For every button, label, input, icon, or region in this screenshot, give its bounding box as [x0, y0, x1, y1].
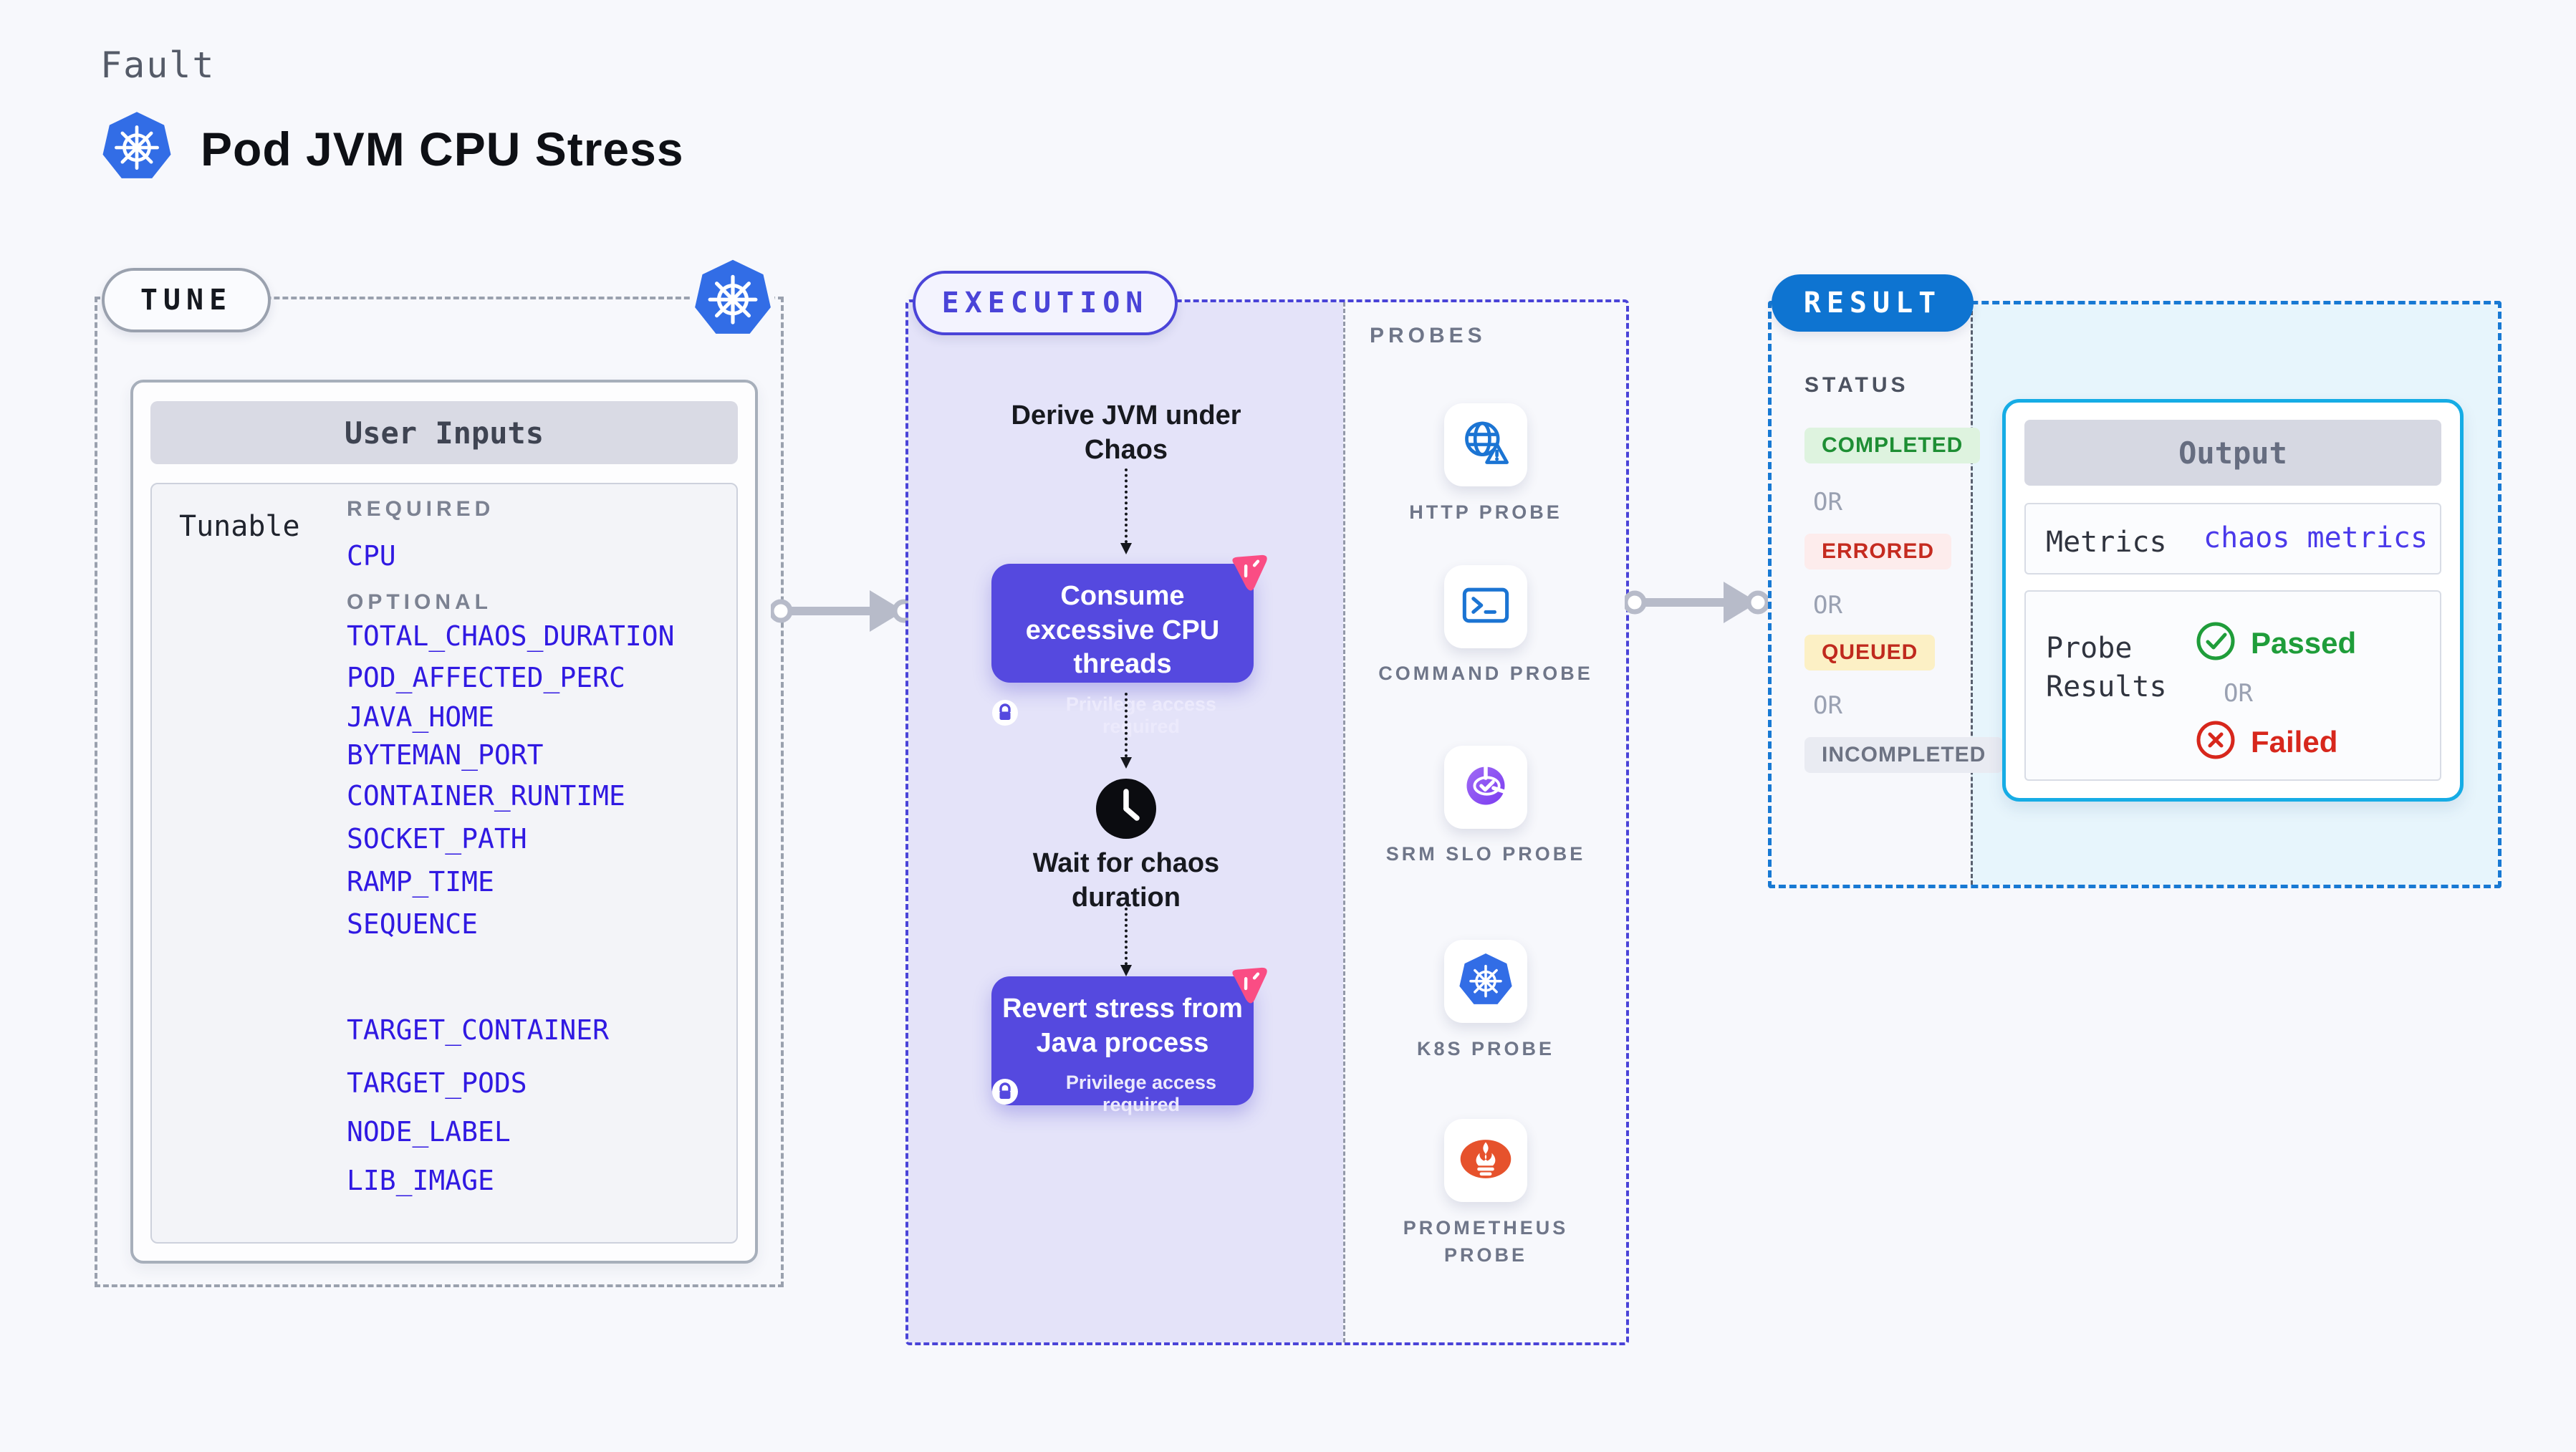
- probe-label: SRM SLO PROBE: [1385, 843, 1586, 865]
- result-pill: RESULT: [1772, 274, 1974, 332]
- or-separator: OR: [2224, 679, 2253, 708]
- srm-slo-probe-card: [1444, 746, 1527, 829]
- result-section: RESULT STATUS COMPLETED OR ERRORED OR QU…: [1768, 274, 2501, 888]
- param-item: POD_AFFECTED_PERC: [347, 662, 625, 693]
- status-badge-completed: COMPLETED: [1804, 428, 1981, 463]
- flow-arrow-execution-to-result: [1623, 574, 1770, 631]
- chaos-pinwheel-icon: [1222, 955, 1275, 1011]
- flow-down-arrow: [1120, 468, 1132, 554]
- param-item: LIB_IMAGE: [347, 1165, 494, 1196]
- slo-donut-icon: [1458, 758, 1514, 817]
- flow-down-arrow: [1120, 908, 1132, 976]
- step-wait-duration: Wait for chaos duration: [1032, 848, 1220, 913]
- param-item: SOCKET_PATH: [347, 823, 527, 855]
- fault-eyebrow: Fault: [100, 44, 216, 86]
- chaos-pinwheel-icon: [1222, 542, 1275, 599]
- probe-label: K8S PROBE: [1416, 1038, 1555, 1059]
- kubernetes-icon: [99, 109, 175, 188]
- param-item: CPU: [347, 540, 396, 572]
- probe-result-failed: Failed: [2195, 719, 2337, 764]
- param-item: SEQUENCE: [347, 908, 479, 940]
- execution-pill: EXECUTION: [913, 271, 1178, 335]
- prometheus-icon: [1456, 1129, 1516, 1193]
- kubernetes-icon: [688, 253, 777, 345]
- kubernetes-icon: [1456, 950, 1516, 1014]
- status-badge-errored: ERRORED: [1804, 534, 1952, 569]
- user-inputs-card: User Inputs Tunable REQUIRED CPU OPTIONA…: [130, 380, 758, 1264]
- privilege-text: Privilege access required: [1065, 1072, 1217, 1115]
- param-item: NODE_LABEL: [347, 1116, 511, 1148]
- param-item: CONTAINER_RUNTIME: [347, 780, 625, 812]
- clock-icon: [1095, 777, 1158, 844]
- privilege-note: Privilege access required: [991, 693, 1254, 738]
- http-probe-card: [1444, 403, 1527, 486]
- output-card: Output Metrics chaos metrics Probe Resul…: [2002, 399, 2464, 802]
- status-badge-incompleted: INCOMPLETED: [1804, 737, 2004, 773]
- tune-section: TUNE User Inputs Tunable REQUIRED: [95, 253, 784, 1287]
- param-item: TOTAL_CHAOS_DURATION: [347, 620, 675, 652]
- output-title: Output: [2024, 420, 2441, 486]
- check-circle-icon: [2195, 620, 2236, 665]
- privilege-note: Privilege access required: [991, 1072, 1254, 1116]
- step-consume-title: Consume excessive CPU threads: [1025, 581, 1220, 679]
- tunable-label: Tunable: [179, 510, 300, 543]
- execution-section: EXECUTION Derive JVM under Chaos Consume…: [905, 271, 1629, 1345]
- param-item: TARGET_PODS: [347, 1067, 527, 1099]
- metrics-label: Metrics: [2046, 526, 2167, 559]
- or-separator: OR: [1813, 488, 1842, 516]
- prometheus-probe-card: [1444, 1119, 1527, 1202]
- optional-group-label: OPTIONAL: [347, 590, 492, 614]
- status-column-label: STATUS: [1804, 373, 1909, 397]
- page-header: Pod JVM CPU Stress: [99, 109, 684, 188]
- globe-alert-icon: [1458, 415, 1514, 475]
- failed-text: Failed: [2251, 724, 2338, 759]
- lock-icon: [991, 1078, 1019, 1110]
- lock-icon: [991, 699, 1019, 731]
- passed-text: Passed: [2251, 625, 2357, 660]
- user-inputs-list: Tunable REQUIRED CPU OPTIONAL TOTAL_CHAO…: [150, 483, 738, 1244]
- result-status-divider: [1971, 304, 1973, 885]
- probe-results-label: Probe Results: [2046, 632, 2167, 703]
- step-revert-stress: Revert stress from Java process Privileg…: [991, 967, 1267, 1115]
- metrics-value: chaos metrics: [2203, 521, 2428, 554]
- or-separator: OR: [1813, 591, 1842, 620]
- or-separator: OR: [1813, 691, 1842, 720]
- required-group-label: REQUIRED: [347, 497, 495, 521]
- step-revert-title: Revert stress from Java process: [1002, 994, 1243, 1058]
- tune-pill: TUNE: [102, 268, 271, 332]
- probe-result-passed: Passed: [2195, 620, 2356, 665]
- probe-label: HTTP PROBE: [1409, 501, 1562, 523]
- k8s-probe-card: [1444, 940, 1527, 1023]
- status-badge-queued: QUEUED: [1804, 635, 1936, 670]
- step-derive-jvm: Derive JVM under Chaos: [1011, 400, 1241, 465]
- terminal-icon: [1458, 577, 1514, 637]
- command-probe-card: [1444, 565, 1527, 648]
- step-consume-cpu: Consume excessive CPU threads Privilege …: [991, 554, 1267, 737]
- x-circle-icon: [2195, 719, 2236, 764]
- metrics-row: Metrics chaos metrics: [2024, 503, 2441, 574]
- probes-column-label: PROBES: [1370, 324, 1486, 347]
- page-title: Pod JVM CPU Stress: [201, 122, 684, 176]
- probe-results-row: Probe Results Passed OR: [2024, 590, 2441, 781]
- user-inputs-title: User Inputs: [150, 401, 738, 464]
- privilege-text: Privilege access required: [1065, 693, 1217, 737]
- execution-probes-divider: [1343, 302, 1345, 1342]
- flow-arrow-tune-to-execution: [769, 582, 916, 640]
- probe-label: COMMAND PROBE: [1378, 663, 1593, 684]
- param-item: TARGET_CONTAINER: [347, 1014, 610, 1046]
- param-item: JAVA_HOME: [347, 701, 494, 733]
- param-item: RAMP_TIME: [347, 866, 494, 898]
- flow-down-arrow: [1120, 693, 1132, 769]
- probe-label: PROMETHEUS PROBE: [1403, 1217, 1569, 1266]
- param-item: BYTEMAN_PORT: [347, 739, 544, 771]
